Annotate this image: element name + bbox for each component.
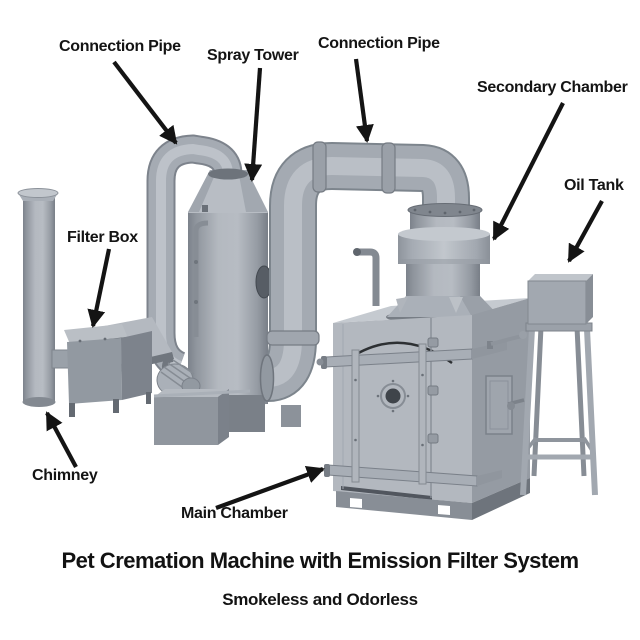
arrow-spray-tower <box>244 67 263 182</box>
tower-top-flange <box>208 168 248 180</box>
damper-rod <box>519 331 527 339</box>
pipe-flange-1 <box>312 141 327 193</box>
tower-sensor-pipe <box>193 220 209 337</box>
caption-title: Pet Cremation Machine with Emission Filt… <box>61 548 579 573</box>
main-chamber-graphic <box>316 298 530 520</box>
viewport-hole <box>385 388 401 404</box>
arrow-secondary-chamber <box>492 102 565 241</box>
label-main-chamber: Main Chamber <box>181 505 288 522</box>
chimney-graphic <box>17 188 73 407</box>
filter-box-graphic <box>64 317 174 417</box>
burner-fuel-pipe <box>358 248 380 306</box>
label-filter-box: Filter Box <box>67 229 138 246</box>
arrow-main-chamber <box>215 466 325 510</box>
label-chimney: Chimney <box>32 467 98 484</box>
pipe-collar <box>266 330 320 346</box>
pipe-flange-2 <box>381 142 396 194</box>
label-connection-pipe-left: Connection Pipe <box>59 38 181 55</box>
side-door-handle <box>507 402 515 410</box>
oil-tank-graphic <box>520 274 598 496</box>
arrow-connection-pipe-right <box>353 58 374 143</box>
secondary-chamber-graphic <box>353 203 500 325</box>
label-spray-tower: Spray Tower <box>207 47 299 64</box>
pipe-support-foot <box>281 405 301 427</box>
tower-inlet-flange <box>259 354 275 402</box>
annotation-arrows <box>45 58 604 510</box>
door-strap-left <box>351 349 360 483</box>
tower-vent-mark <box>202 205 208 212</box>
label-oil-tank: Oil Tank <box>564 177 624 194</box>
label-secondary-chamber: Secondary Chamber <box>477 79 628 96</box>
connection-pipe-right-graphic <box>259 141 470 427</box>
caption-subtitle: Smokeless and Odorless <box>222 590 418 609</box>
arrow-filter-box <box>87 248 112 328</box>
arrow-chimney <box>45 411 78 468</box>
arrow-connection-pipe-left <box>112 60 178 145</box>
door-strap-right <box>418 343 427 485</box>
water-tank-graphic <box>153 389 251 445</box>
label-connection-pipe-right: Connection Pipe <box>318 35 440 52</box>
arrow-oil-tank <box>567 199 604 263</box>
